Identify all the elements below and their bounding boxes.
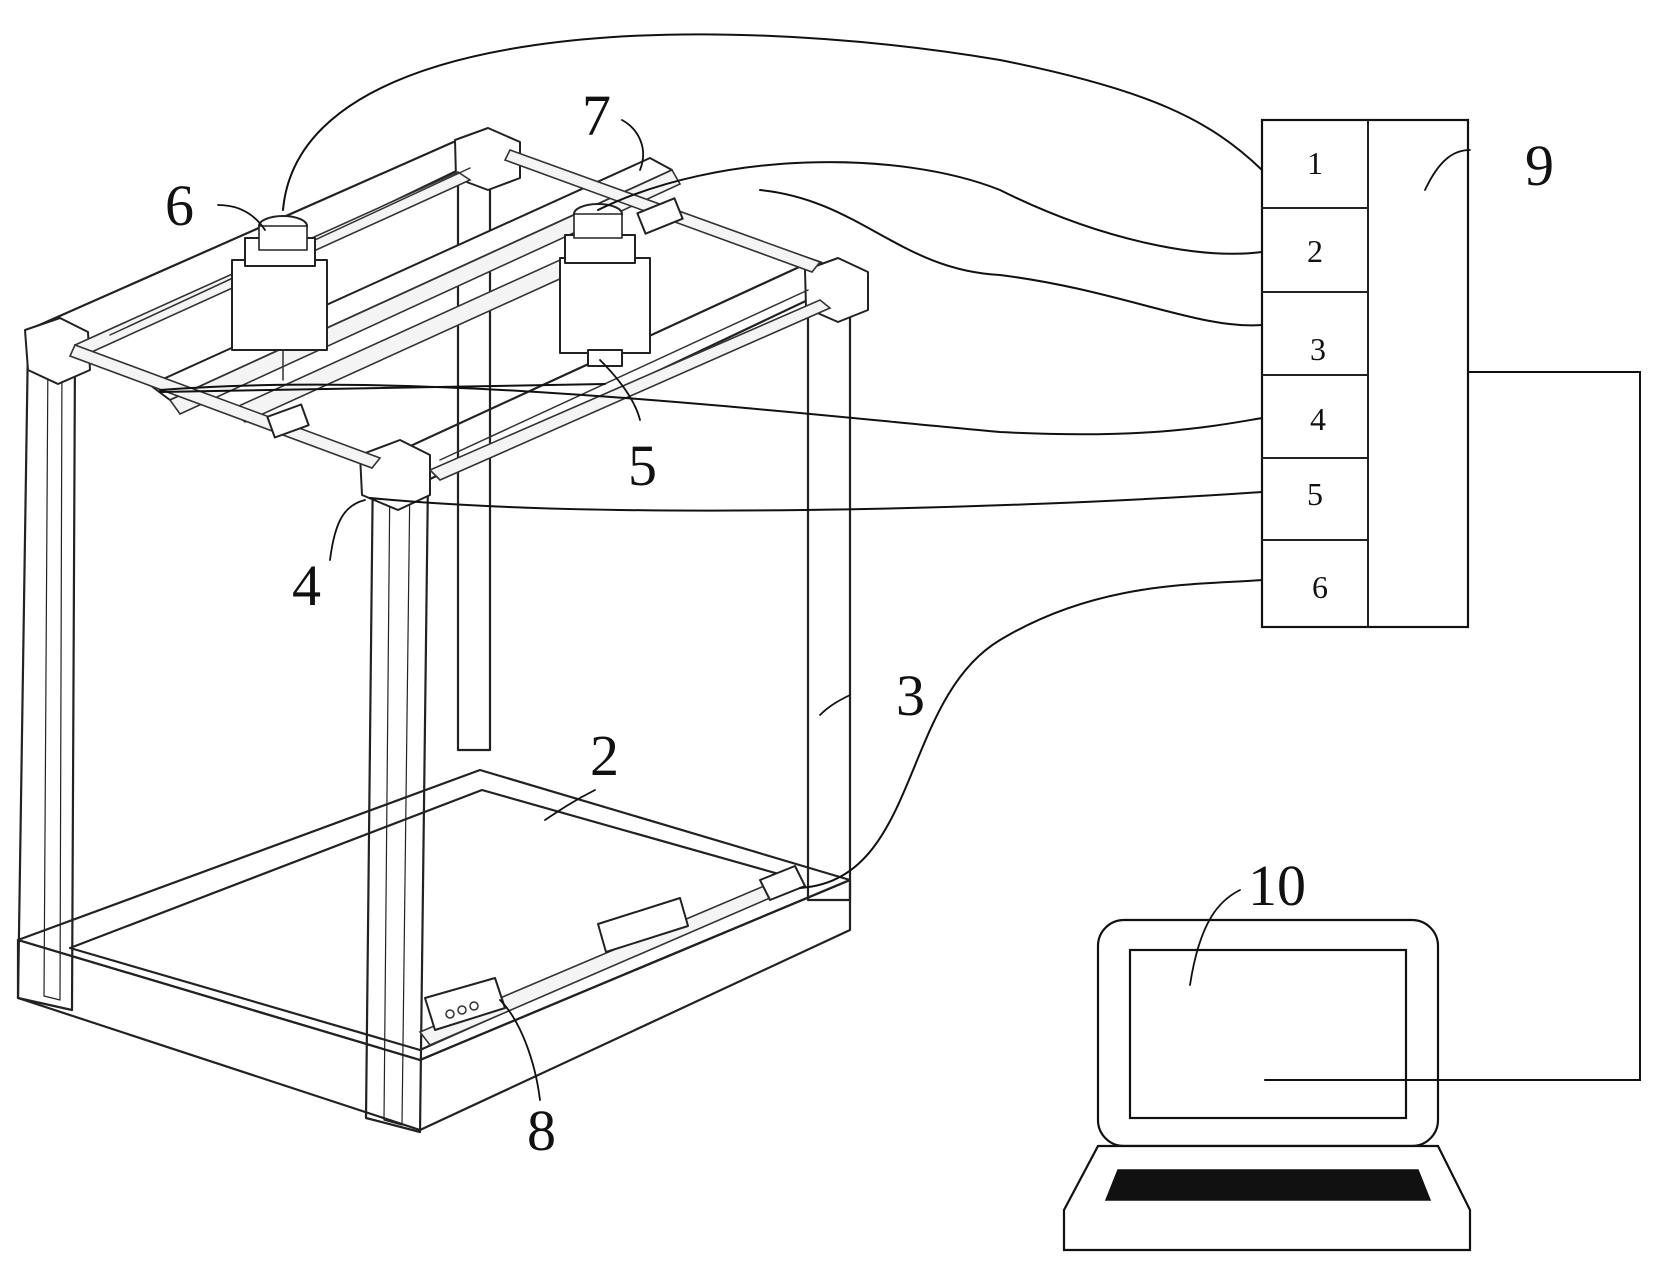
- label-crossbeam: 7: [582, 83, 611, 148]
- camera-lens: [258, 225, 308, 251]
- bottom-slider-left: [424, 977, 506, 1031]
- cell-label-2: 2: [1307, 233, 1323, 269]
- cell-label-6: 6: [1312, 569, 1328, 605]
- leader-4: [329, 499, 366, 561]
- camera-body: [231, 259, 328, 351]
- label-rail-slider: 8: [527, 1098, 556, 1163]
- wire-sensor-cell5: [369, 491, 1263, 512]
- label-nozzle: 5: [628, 433, 657, 498]
- crossbeam-side: [168, 168, 682, 416]
- back-right-post: [806, 298, 852, 902]
- nozzle-feed: [573, 213, 623, 239]
- reference-labels: 6 7 5 4 3 2 8 9 10: [165, 83, 1554, 1163]
- wire-controller-computer: [1264, 371, 1641, 1081]
- leader-lines: [217, 119, 1471, 1101]
- nozzle-tip: [587, 349, 623, 367]
- label-controller: 9: [1525, 133, 1554, 198]
- label-frame: 3: [896, 663, 925, 728]
- wire-corner-cell4-branch: [159, 383, 606, 393]
- nozzle-body: [559, 257, 651, 354]
- nozzle-mount: [564, 234, 636, 264]
- keyboard: [1104, 1169, 1432, 1201]
- leader-5: [599, 359, 641, 421]
- bottom-end-block: [759, 865, 806, 901]
- bottom-slider-middle: [597, 897, 689, 953]
- wire-bottom-cell6: [799, 579, 1263, 889]
- right-rail: [428, 299, 832, 481]
- slider-right: [636, 197, 684, 235]
- camera-assembly: [231, 215, 328, 381]
- cell-label-1: 1: [1307, 145, 1323, 181]
- wire-gantry-cell3: [759, 189, 1263, 327]
- controller-box: 1 2 3 4 5 6: [1260, 118, 1470, 629]
- label-camera: 6: [165, 173, 194, 238]
- monitor-screen: [1128, 948, 1408, 1120]
- slider-front: [266, 403, 310, 439]
- leader-9: [1424, 149, 1471, 191]
- leader-7: [621, 119, 644, 171]
- cell-label-4: 4: [1310, 401, 1326, 437]
- controller-outer: [1260, 118, 1470, 629]
- controller-cell-rows: [1261, 207, 1369, 541]
- wire-camera-cell1: [282, 33, 1263, 211]
- leader-8: [499, 999, 541, 1101]
- leader-2: [544, 789, 596, 821]
- wires: [159, 33, 1641, 1081]
- corner-block-fl: [24, 317, 91, 385]
- label-platform: 2: [590, 723, 619, 788]
- leader-10: [1189, 889, 1241, 986]
- leader-3: [819, 694, 851, 716]
- wire-nozzle-cell2: [597, 161, 1263, 255]
- cell-label-3: 3: [1310, 331, 1326, 367]
- leader-6: [217, 204, 266, 231]
- computer: [1062, 918, 1472, 1252]
- bottom-rail: [418, 874, 802, 1046]
- bottom-rail-assembly: [418, 865, 806, 1046]
- label-sensor: 4: [292, 553, 321, 618]
- front-right-post: [364, 458, 430, 1134]
- bottom-frame-front: [16, 878, 852, 1132]
- front-left-post-inner: [43, 347, 63, 1001]
- wire-corner-cell4: [159, 383, 1263, 436]
- label-computer: 10: [1248, 853, 1306, 918]
- nozzle-assembly: [559, 203, 651, 367]
- cell-label-5: 5: [1307, 476, 1323, 512]
